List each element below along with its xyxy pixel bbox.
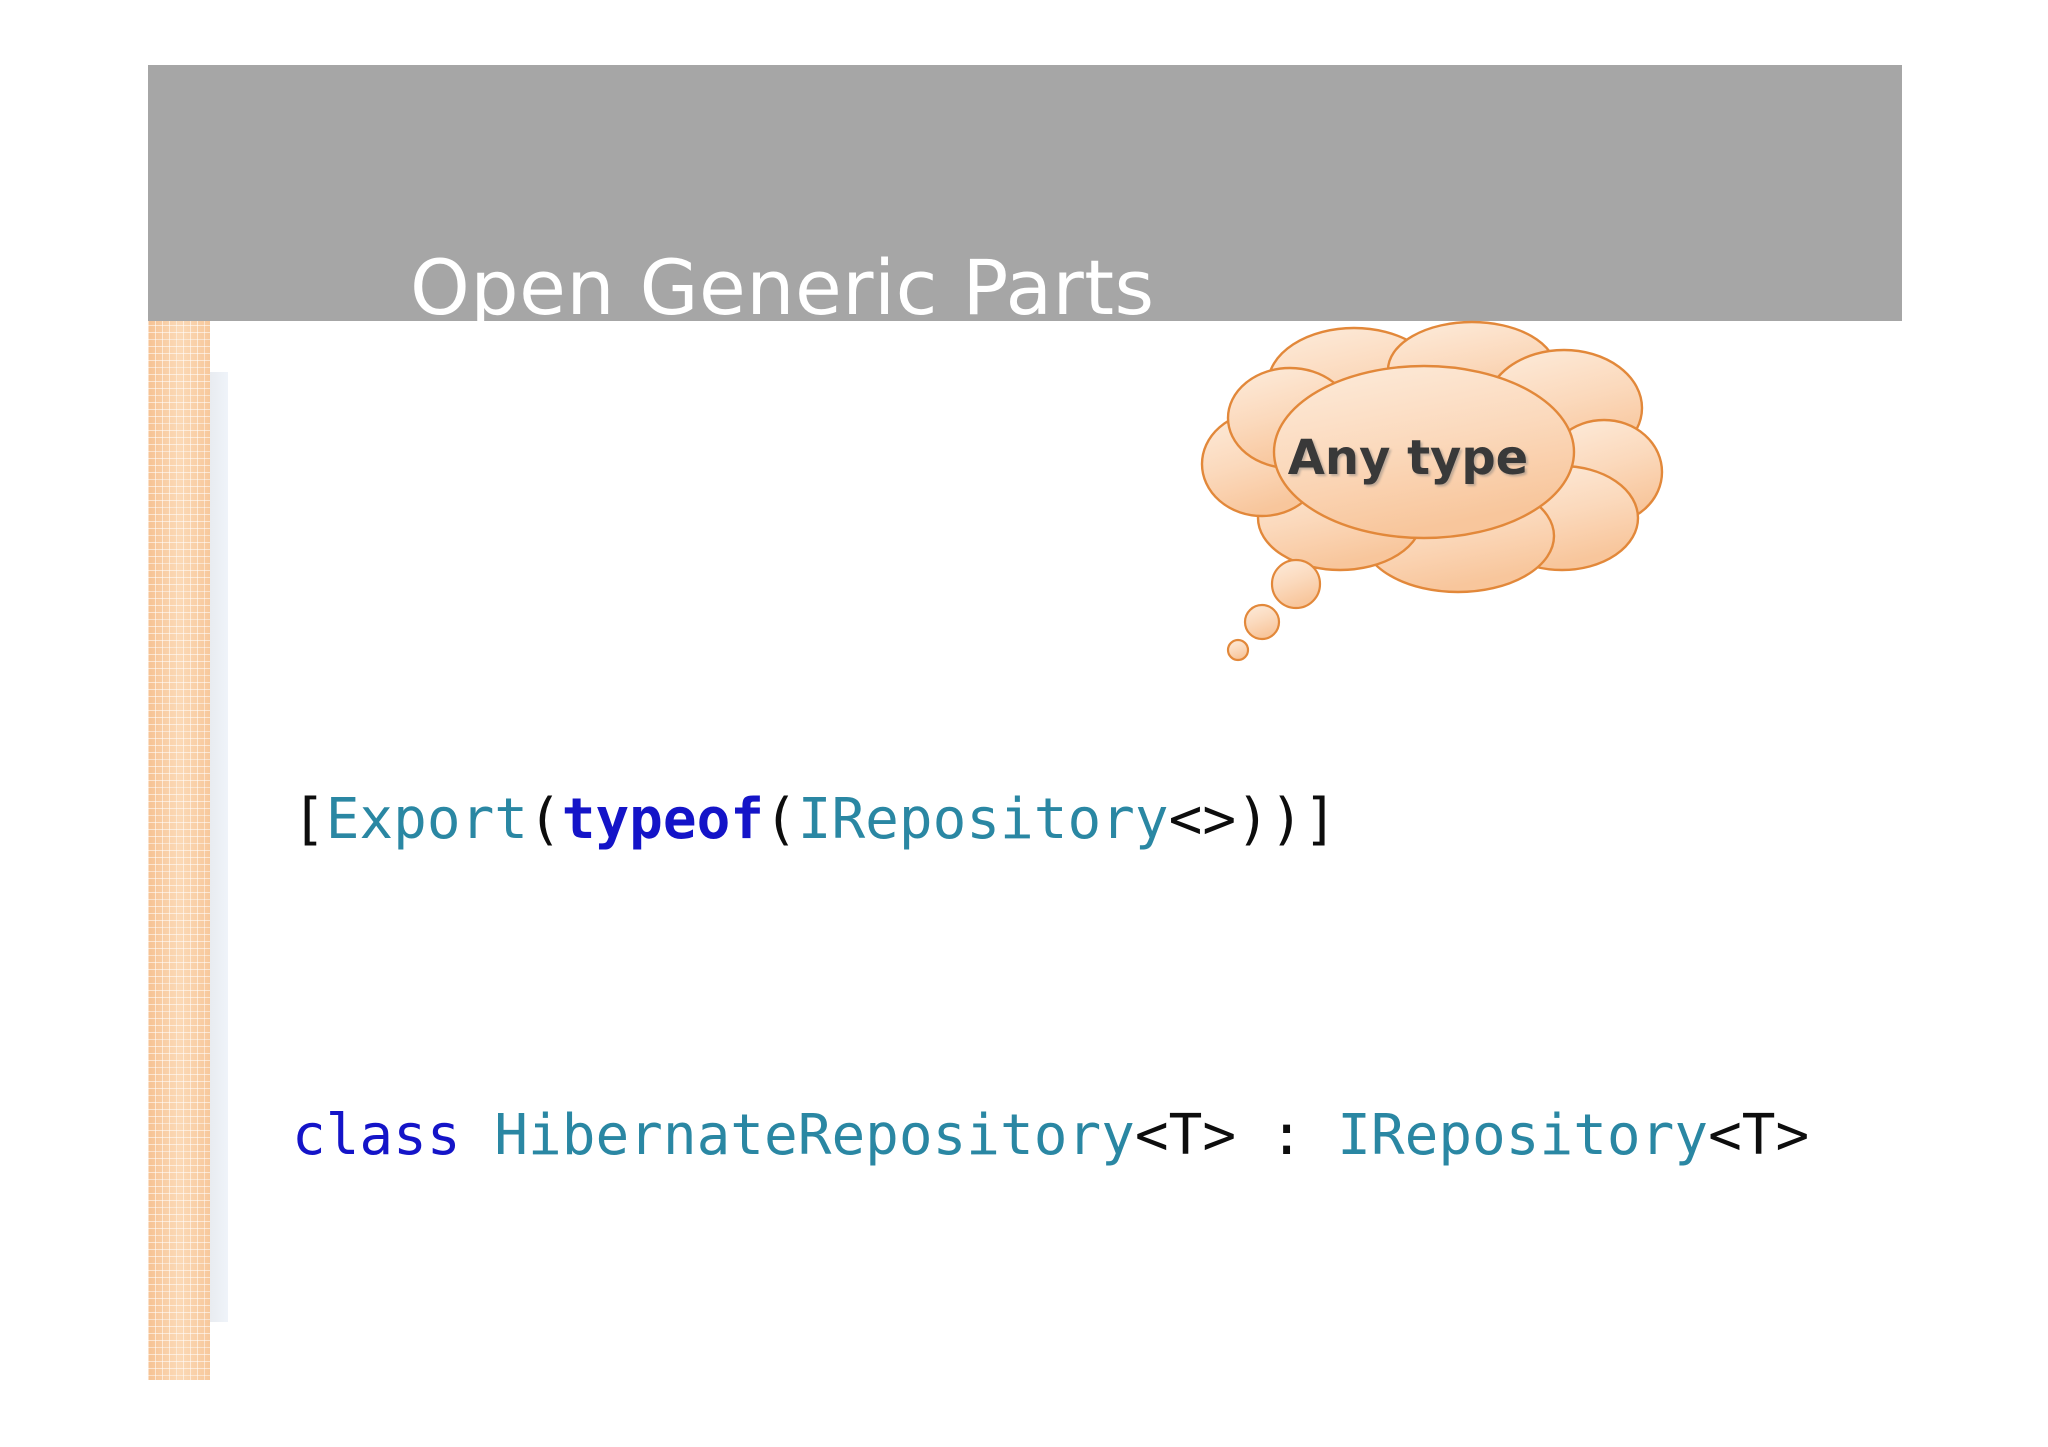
code-token-punct: (: [764, 787, 798, 852]
code-token-space: [461, 1103, 495, 1168]
code-line-export-attribute: [Export(typeof(IRepository<>))]: [292, 792, 1809, 848]
code-token-type: IRepository: [1337, 1103, 1709, 1168]
page-title: Open Generic Parts: [410, 243, 1155, 332]
code-token-type: Export: [325, 787, 529, 852]
code-token-keyword: class: [292, 1103, 461, 1168]
code-token-punct: (: [528, 787, 562, 852]
code-line-class-declaration: class HibernateRepository<T> : IReposito…: [292, 1108, 1809, 1164]
code-token-punct: <T>: [1708, 1103, 1810, 1168]
callout-label: Any type: [1287, 430, 1529, 486]
title-banner: Open Generic Parts: [148, 65, 1902, 332]
code-token-punct: [: [292, 787, 326, 852]
decor-stripe-peach: [148, 255, 210, 1380]
code-token-keyword: typeof: [561, 787, 765, 852]
code-token-punct: <>))]: [1168, 787, 1338, 852]
code-token-punct: <T> :: [1134, 1103, 1338, 1168]
code-token-type: IRepository: [797, 787, 1169, 852]
code-block: [Export(typeof(IRepository<>))] class Hi…: [292, 624, 1809, 1332]
thought-bubble-callout: Any type: [1158, 320, 1664, 682]
code-token-type: HibernateRepository: [494, 1103, 1135, 1168]
thought-bubble-icon: [1200, 320, 1664, 662]
